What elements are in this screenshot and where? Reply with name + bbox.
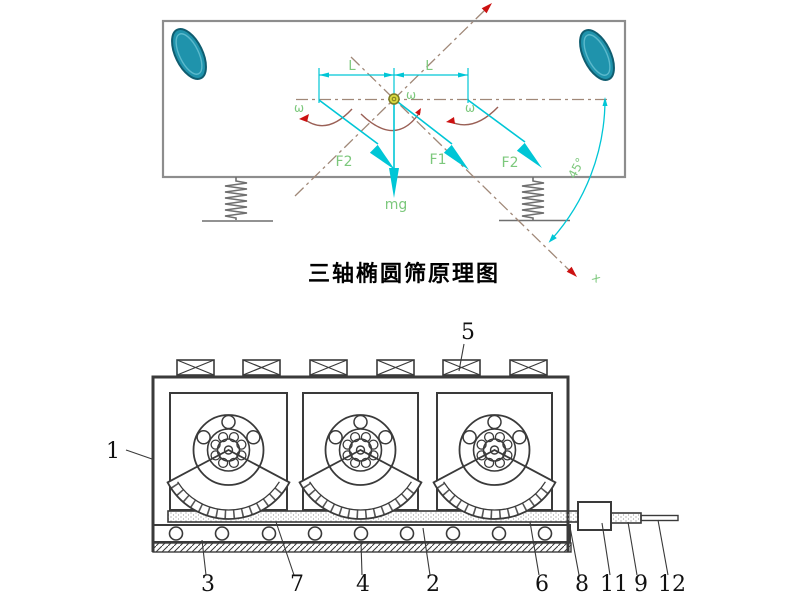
diagonal-axis-x	[350, 56, 571, 272]
leader-7	[275, 521, 295, 576]
x-axis-label: x	[589, 270, 603, 285]
part-label-7: 7	[290, 572, 304, 597]
leader-11	[601, 522, 611, 576]
roller	[491, 526, 507, 541]
part-label-2: 2	[426, 572, 440, 597]
pivot-point	[388, 93, 400, 105]
leader-6	[529, 521, 540, 576]
channel-rollers	[168, 526, 553, 541]
dim-arrowhead	[319, 72, 329, 78]
force-label-f2-left: F2	[336, 154, 353, 170]
roller	[399, 526, 415, 541]
vibrator-unit-3	[434, 415, 556, 519]
part-label-6: 6	[535, 572, 549, 597]
angle-arrowhead-top	[602, 97, 608, 106]
isolator-box	[509, 359, 548, 376]
leader-9	[627, 521, 638, 576]
leader-3	[201, 539, 207, 576]
leader-5	[458, 343, 465, 372]
drive-box	[577, 501, 612, 531]
rotation-arrowhead-center	[415, 108, 421, 116]
dim-arrowhead	[384, 72, 394, 78]
roller	[307, 526, 323, 541]
angle-arrowhead-bottom	[548, 234, 557, 243]
axis-arrowhead-up	[481, 3, 492, 14]
dim-arrowhead	[394, 72, 404, 78]
roller	[214, 526, 230, 541]
force-label-f2-right: F2	[502, 155, 519, 171]
force-line-f2-left	[318, 99, 379, 145]
base-hatch-bar	[152, 542, 572, 553]
roller	[537, 526, 553, 541]
vibration-isolator-boxes	[176, 359, 548, 376]
rotation-arc-left	[302, 108, 353, 127]
force-line-f2-right	[467, 99, 526, 143]
part-label-1: 1	[106, 439, 120, 464]
force-label-f1: F1	[430, 152, 447, 168]
isolator-box	[442, 359, 481, 376]
omega-label-center: ω	[406, 88, 416, 102]
isolator-box	[376, 359, 415, 376]
omega-label-right: ω	[465, 101, 475, 115]
dim-label-right: L	[425, 59, 433, 74]
spring-left	[224, 177, 248, 220]
isolator-box	[176, 359, 215, 376]
part-label-5: 5	[461, 320, 475, 345]
leader-8	[569, 526, 580, 576]
bearing-ellipse-left	[171, 28, 207, 80]
gravity-label: mg	[385, 197, 408, 213]
axis-arrowhead-x	[566, 266, 577, 277]
part-label-4: 4	[356, 572, 370, 597]
part-label-8: 8	[575, 572, 589, 597]
housing-outline	[151, 375, 570, 552]
rotation-arrowhead-right	[446, 117, 455, 124]
drive-shaft-outer	[640, 514, 679, 522]
isolator-box	[309, 359, 348, 376]
roller	[353, 526, 369, 541]
part-label-12: 12	[658, 572, 686, 597]
leader-12	[657, 519, 669, 576]
leader-4	[360, 541, 363, 576]
diagonal-axis-up	[294, 7, 488, 197]
angle-arc	[550, 99, 606, 241]
pivot-point-center	[391, 96, 397, 102]
force-line-f1	[393, 98, 453, 145]
isolator-box	[242, 359, 281, 376]
bearing-ellipse-right	[579, 29, 615, 81]
leader-2	[422, 527, 431, 576]
vibrator-unit-1	[168, 415, 290, 519]
dim-label-left: L	[348, 59, 356, 74]
dim-arrowhead	[458, 72, 468, 78]
part-label-3: 3	[201, 572, 215, 597]
omega-label-left: ω	[294, 101, 304, 115]
leader-1	[125, 449, 153, 460]
part-leaders	[125, 343, 669, 576]
force-arrowhead-f2-right	[516, 142, 542, 168]
rotation-arc-center	[360, 111, 421, 132]
force-arrowhead-f2-left	[369, 144, 395, 170]
part-label-11: 11	[600, 572, 628, 597]
gravity-arrowhead	[389, 168, 399, 198]
roller	[261, 526, 277, 541]
figure-title: 三轴椭圆筛原理图	[308, 261, 500, 287]
part-label-9: 9	[634, 572, 648, 597]
vibrator-unit-2	[300, 415, 422, 519]
machine-drawing: 1 5 3 7 4 2 6 8 11 9 12	[106, 320, 686, 597]
drive-shaft-inner	[610, 512, 642, 524]
roller	[168, 526, 184, 541]
force-arrows: F2 F1 F2 mg	[318, 98, 542, 213]
force-arrowhead-f1	[443, 144, 469, 170]
principle-diagram: x L L ω ω ω	[161, 3, 627, 287]
center-axes: x	[294, 3, 607, 286]
roller	[445, 526, 461, 541]
spring-right	[521, 177, 545, 220]
rotation-arrowhead-left	[299, 114, 309, 122]
